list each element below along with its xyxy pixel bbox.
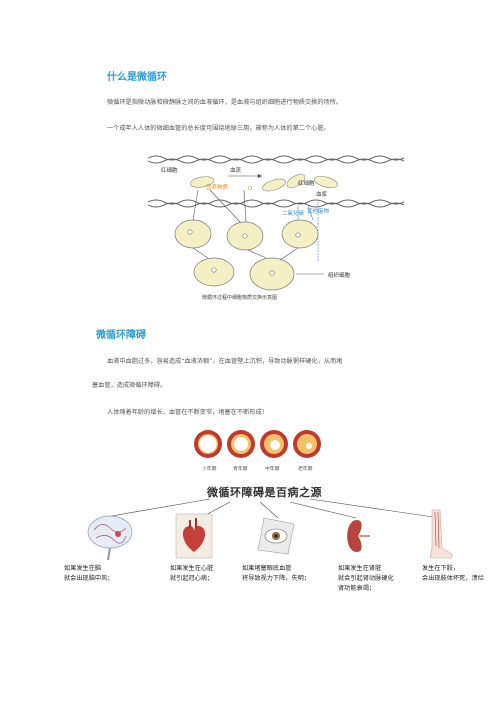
label-blood-flow: 血流 xyxy=(230,168,242,174)
leg-icon xyxy=(429,509,453,559)
vessel-label-young-adult: 青年期 xyxy=(233,467,248,472)
cell-exchange-diagram: 红细胞 血流 红细胞 营养物质 O 血浆 二氧化碳 其他废物 组织细胞 微循环过… xyxy=(147,150,410,301)
label-oxygen: O xyxy=(248,186,253,192)
diagram-graphic xyxy=(147,155,405,291)
organ-caption-leg-line1: 发生在下肢， xyxy=(422,565,460,572)
section-title-microcirculation-disorder: 微循环障碍 xyxy=(96,330,146,341)
organ-caption-kidney: 如果发生在肾脏 就会引起肾动脉硬化 肾功能衰竭； xyxy=(338,564,394,594)
leg-illustration xyxy=(422,508,456,560)
paragraph-aging: 人体随着年龄的增长，血管在不断变窄，堵塞在不断形成！ xyxy=(107,409,268,416)
organ-caption-kidney-line2: 就会引起肾动脉硬化 xyxy=(338,575,394,582)
vessel-label-old-age: 老年期 xyxy=(298,467,313,472)
vessel-label-youth: 少年期 xyxy=(202,467,217,472)
eye-illustration xyxy=(254,510,298,558)
label-plasma: 血浆 xyxy=(316,192,328,198)
label-rbc-left: 红细胞 xyxy=(161,168,178,174)
paragraph-length: 一个成年人人体的微细血管的总长度可围绕地球三周，被称为人体的第二个心脏。 xyxy=(107,125,330,132)
heart-icon xyxy=(175,513,213,559)
organ-caption-heart-line1: 如果发生在心脏 xyxy=(170,565,214,572)
section-title-microcirculation: 什么是微循环 xyxy=(107,72,167,83)
vessel-graphic xyxy=(194,430,321,458)
organ-caption-heart-line2: 就引起冠心病； xyxy=(170,575,214,582)
kidney-icon xyxy=(347,520,370,552)
organ-caption-leg-line2: 会出现肢体坏死，溃烂 xyxy=(422,575,484,582)
brain-icon xyxy=(87,515,133,561)
organ-caption-heart: 如果发生在心脏 就引起冠心病； xyxy=(170,564,213,584)
label-metabolites: 其他废物 xyxy=(307,209,330,215)
banner-title: 微循环障碍是百病之源 xyxy=(207,486,322,499)
organ-caption-kidney-line3: 肾功能衰竭； xyxy=(338,585,376,592)
organ-caption-kidney-line1: 如果发生在肾脏 xyxy=(338,565,382,572)
organ-caption-eye-line1: 如果堵塞眼底血管 xyxy=(242,565,292,572)
vessel-cross-sections xyxy=(190,428,330,464)
diagram-caption: 微循环过程中细胞物质交换示意图 xyxy=(202,295,278,301)
label-tissue-cell: 组织细胞 xyxy=(328,273,351,279)
organ-caption-brain-line2: 就会出现脑中风； xyxy=(64,575,114,582)
heart-illustration xyxy=(172,512,216,560)
label-rbc-right: 红细胞 xyxy=(298,181,315,187)
kidney-illustration xyxy=(342,516,372,556)
organ-caption-eye: 如果堵塞眼底血管 将导致视力下降，失明； xyxy=(242,564,310,584)
organ-caption-brain: 如果发生在脑 就会出现脑中风； xyxy=(64,564,114,584)
vessel-label-middle-age: 中年期 xyxy=(265,467,280,472)
brain-illustration xyxy=(80,512,142,561)
label-nutrients: 营养物质 xyxy=(206,185,229,191)
organ-caption-eye-line2: 将导致视力下降，失明； xyxy=(242,575,311,582)
paragraph-definition: 微循环是指微动脉和微静脉之间的血液循环，是血液与组织细胞进行物质交换的场所。 xyxy=(107,99,343,106)
organ-caption-leg: 发生在下肢， 会出现肢体坏死，溃烂 xyxy=(422,564,496,584)
organ-caption-brain-line1: 如果发生在脑 xyxy=(64,565,102,572)
eye-icon xyxy=(257,517,295,555)
paragraph-blood-lipid-line1: 血液中血脂过多，容易造成“血液浓稠”，在血管壁上沉积，导致动脉粥样硬化，从而堵 xyxy=(107,358,343,365)
label-co2: 二氧化碳 xyxy=(282,211,305,217)
paragraph-blood-lipid-line2: 塞血管，造成微循环障碍。 xyxy=(92,382,167,389)
